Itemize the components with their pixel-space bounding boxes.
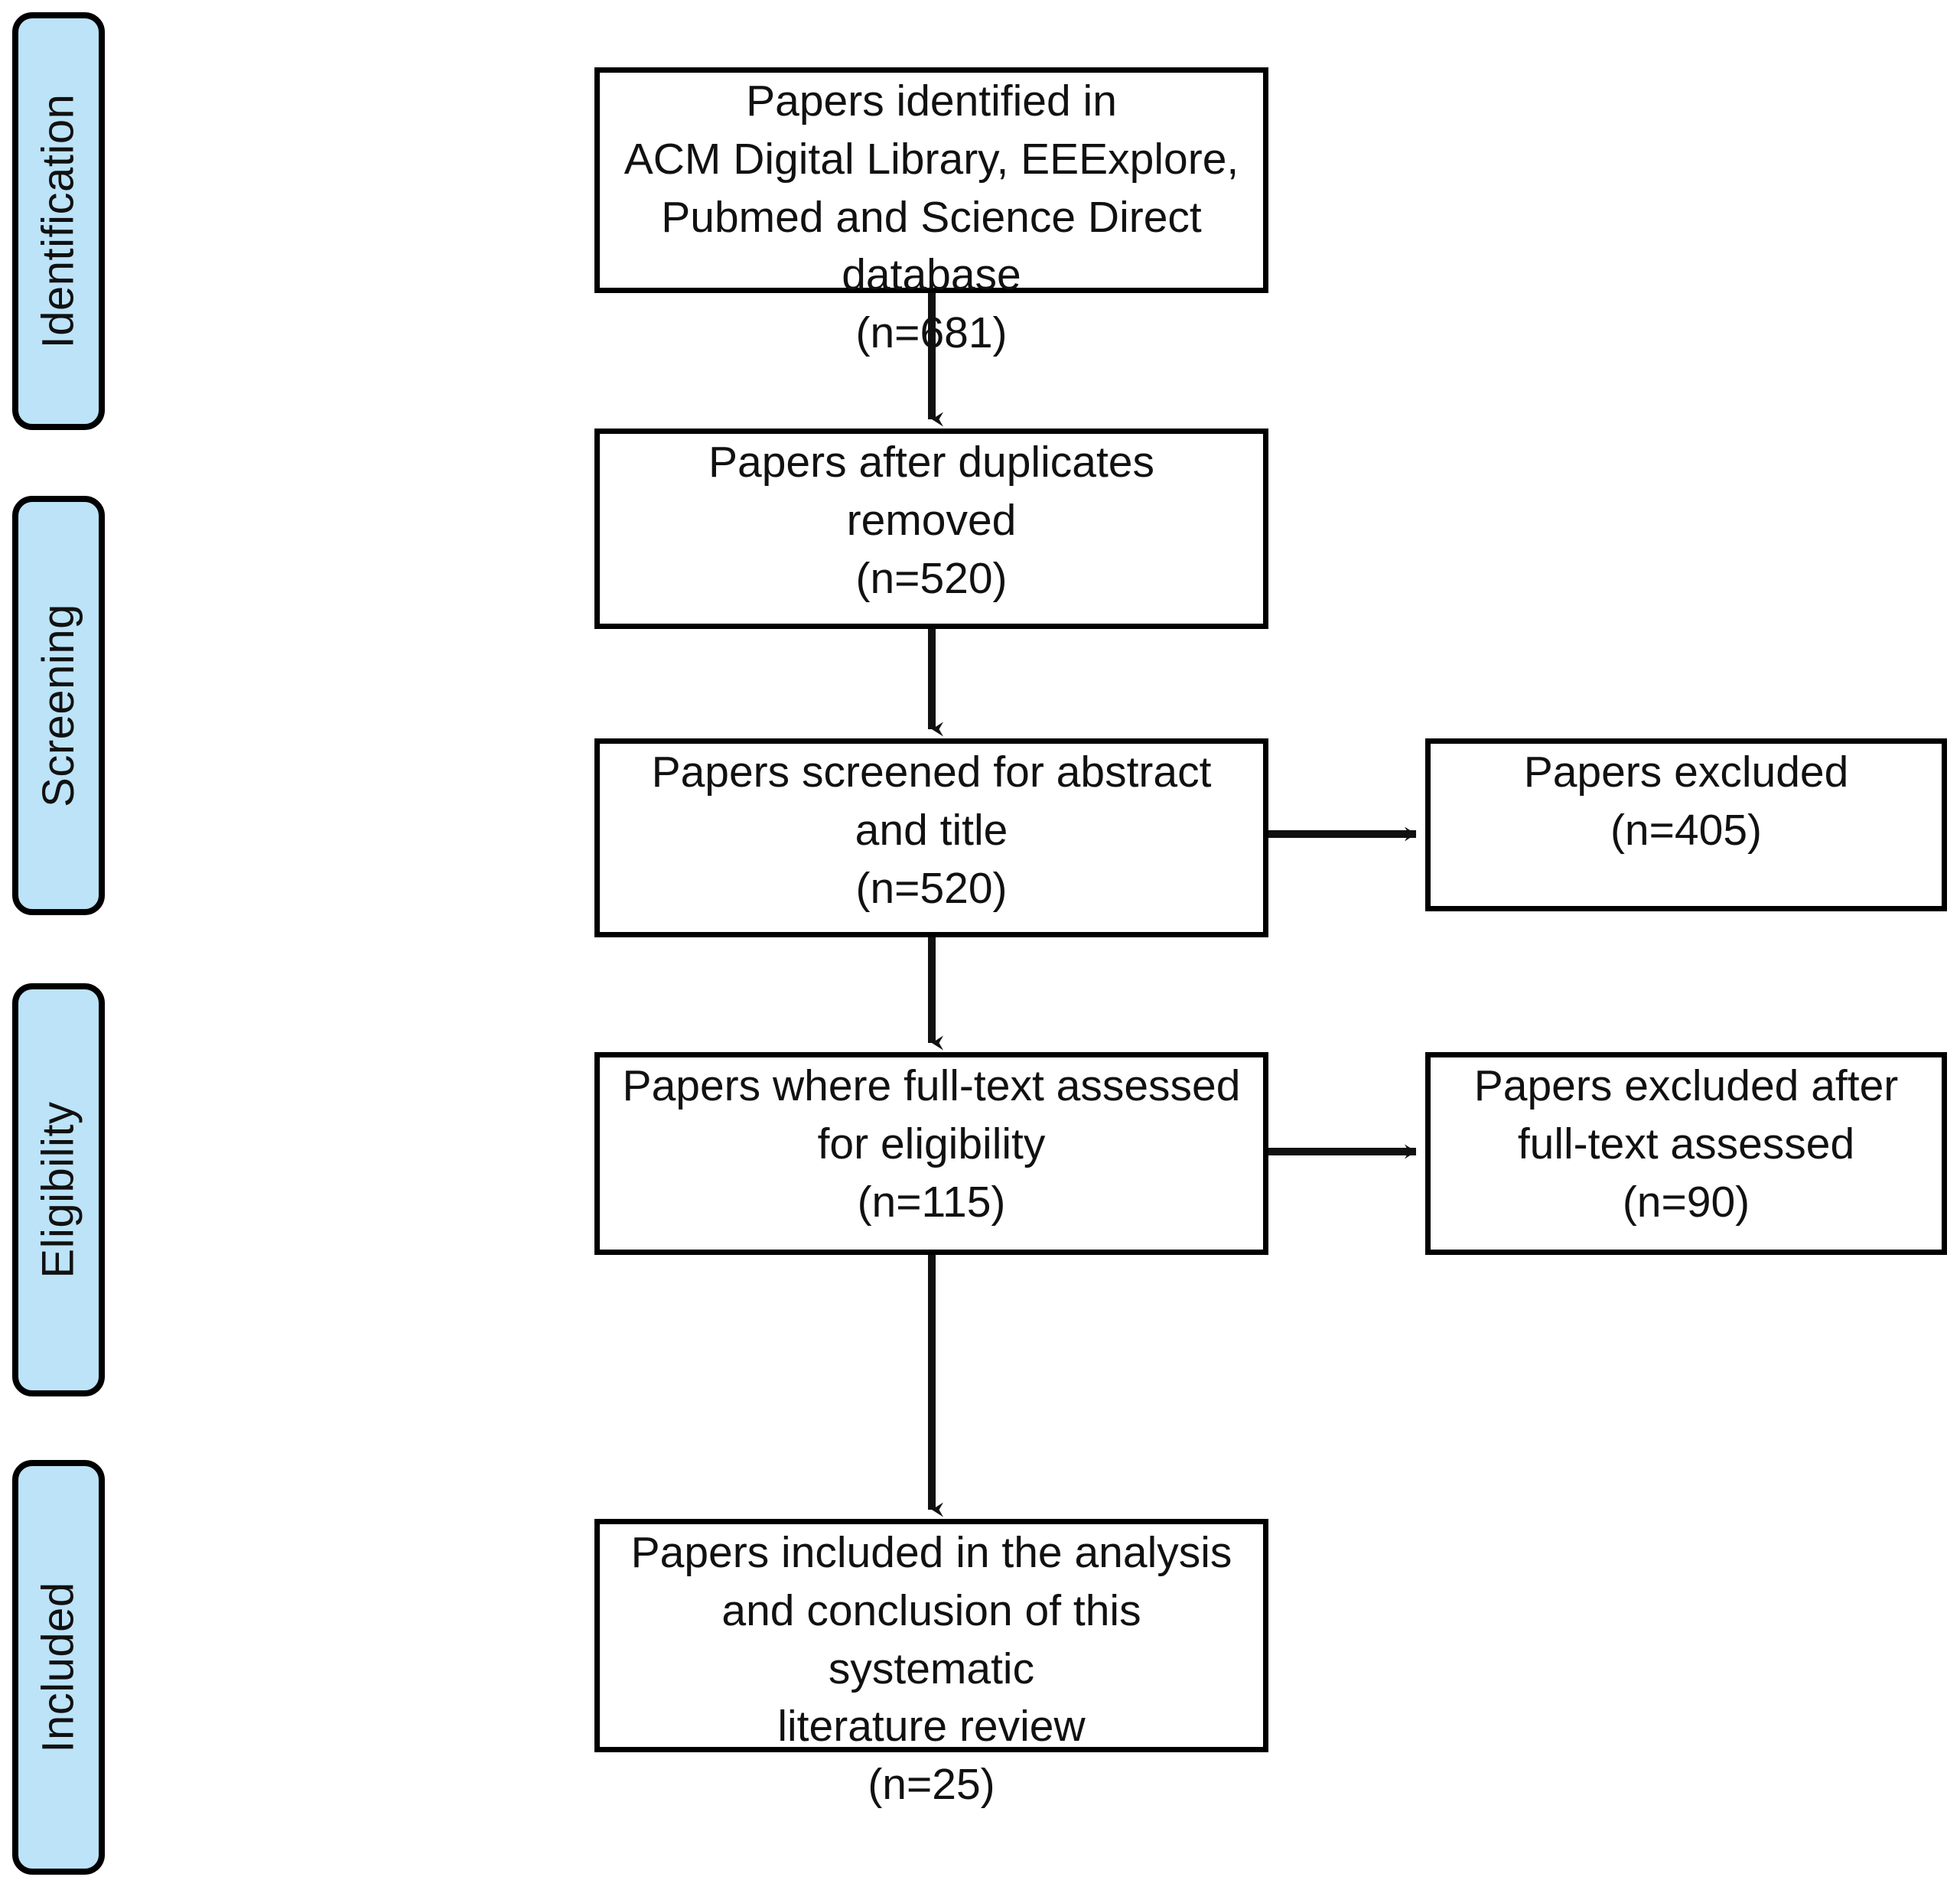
box-papers-included: Papers included in the analysis and conc…	[594, 1519, 1268, 1809]
box-papers-screened: Papers screened for abstract and title (…	[594, 738, 1268, 937]
box-fulltext-assessed: Papers where full-text assessed for elig…	[594, 1052, 1268, 1255]
box-duplicates-removed: Papers after duplicates removed (n=520)	[594, 429, 1268, 629]
box-papers-screened-text: Papers screened for abstract and title (…	[651, 748, 1212, 913]
box-papers-excluded-text: Papers excluded (n=405)	[1523, 748, 1849, 855]
phase-pill-eligibility: Eligibility	[12, 983, 105, 1396]
phase-pill-identification: Identification	[12, 12, 105, 430]
box-fulltext-assessed-text: Papers where full-text assessed for elig…	[622, 1061, 1241, 1227]
box-papers-included-text: Papers included in the analysis and conc…	[630, 1528, 1232, 1810]
box-papers-identified-text: Papers identified in ACM Digital Library…	[623, 77, 1239, 358]
phase-label-screening: Screening	[33, 604, 83, 807]
phase-label-eligibility: Eligibility	[33, 1101, 83, 1279]
box-papers-excluded-fulltext-text: Papers excluded after full-text assessed…	[1473, 1061, 1899, 1227]
phase-pill-screening: Screening	[12, 496, 105, 915]
box-duplicates-removed-text: Papers after duplicates removed (n=520)	[708, 438, 1154, 603]
phase-label-included: Included	[33, 1582, 83, 1753]
phase-pill-included: Included	[12, 1460, 105, 1875]
phase-label-identification: Identification	[33, 93, 83, 349]
box-papers-identified: Papers identified in ACM Digital Library…	[594, 67, 1268, 357]
box-papers-excluded-fulltext: Papers excluded after full-text assessed…	[1425, 1052, 1947, 1255]
box-papers-excluded: Papers excluded (n=405)	[1425, 738, 1947, 911]
